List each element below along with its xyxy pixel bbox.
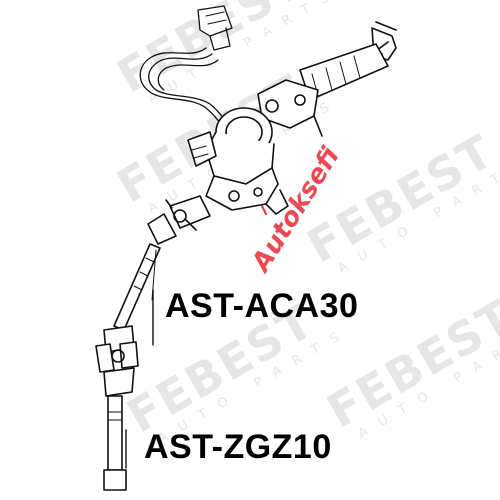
upper-universal-joint: [147, 195, 211, 245]
tilt-bracket: [255, 79, 323, 139]
gear-housing: [205, 167, 289, 215]
lower-universal-joint: [95, 325, 139, 397]
column-shaft: [299, 21, 397, 101]
wire-harness: [139, 5, 233, 135]
part-number-lower: AST-ZGZ10: [144, 428, 332, 466]
part-number-upper: AST-ACA30: [165, 287, 359, 325]
lower-shaft: [103, 395, 127, 491]
electric-motor: [187, 107, 275, 185]
